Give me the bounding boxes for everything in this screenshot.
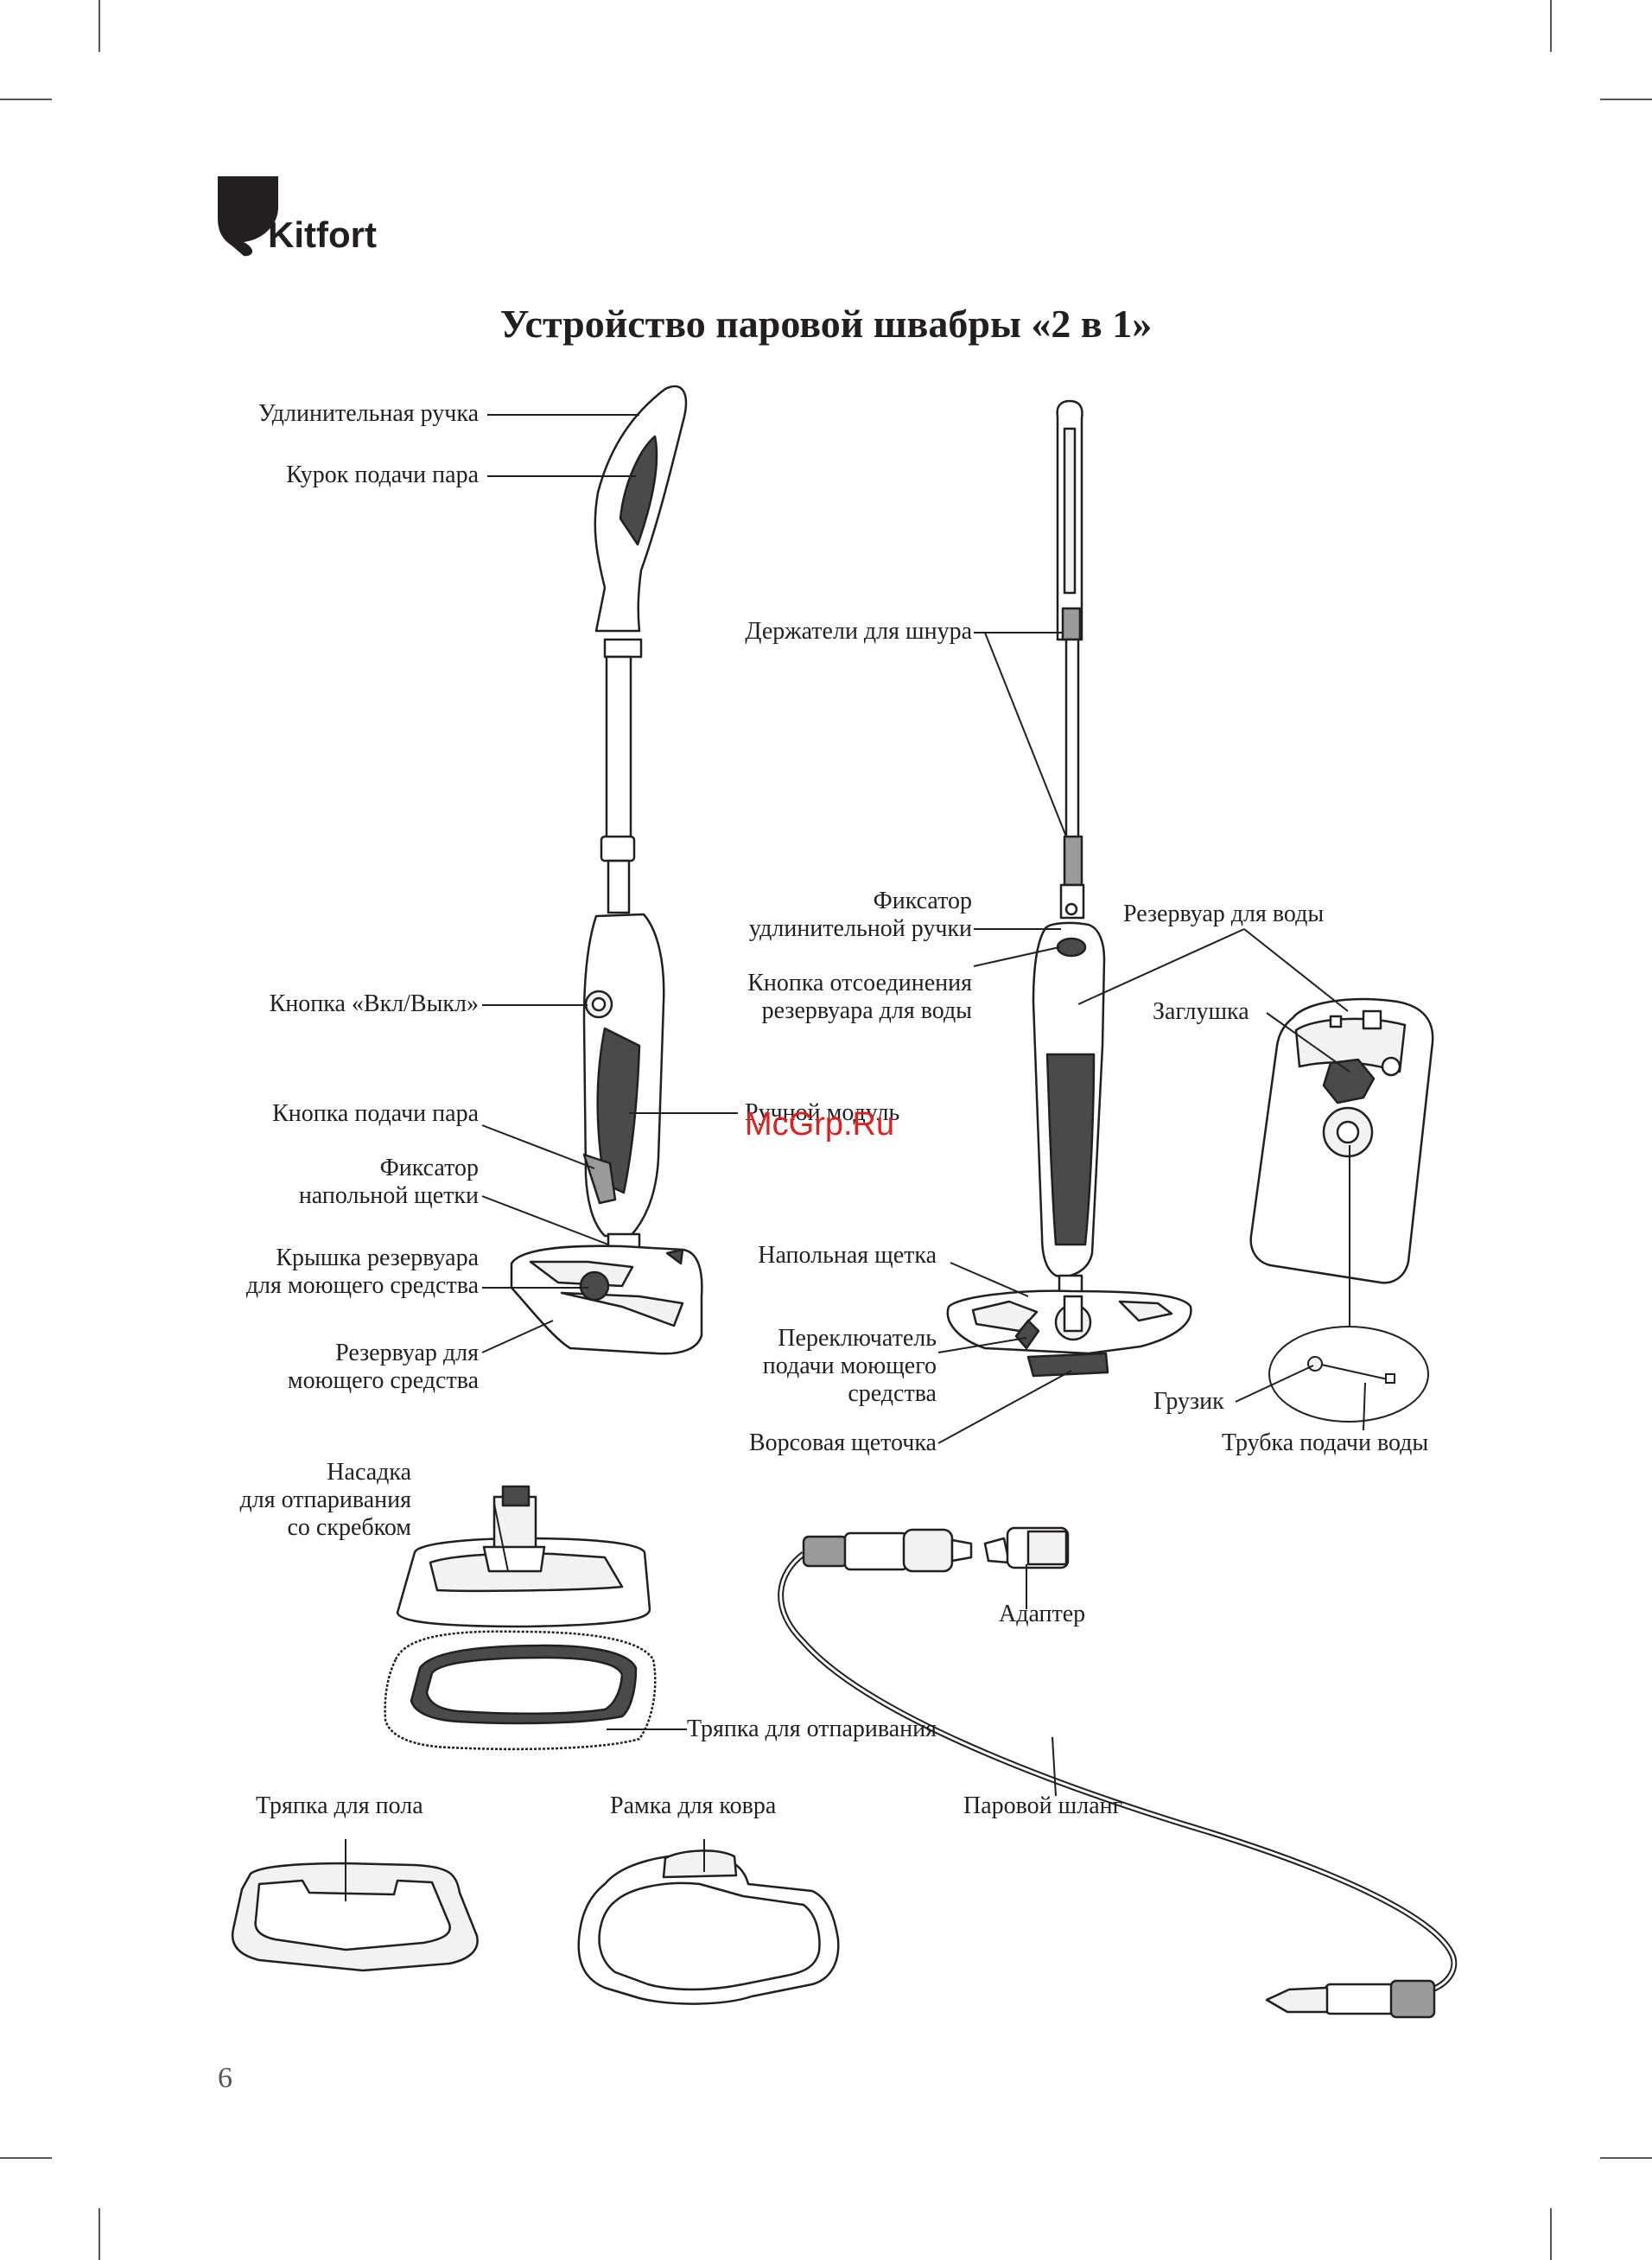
steam-nozzle-illustration [396,1485,651,1628]
steaming-cloth-illustration [384,1630,657,1751]
label-steam-button: Кнопка подачи пара [272,1100,479,1127]
label-water-tank: Резервуар для воды [1123,901,1325,927]
label-weight: Грузик [1153,1388,1224,1415]
floor-cloth-illustration [231,1862,479,1972]
kitfort-logo-icon [218,176,278,257]
label-steam-trigger: Курок подачи пара [286,462,479,488]
label-bristle-brush: Ворсовая щеточка [748,1429,937,1456]
label-detergent-switch-line3: средства [848,1380,937,1407]
water-tube-inset [1268,1326,1429,1423]
label-detergent-cap-line2: для моющего средства [245,1272,479,1299]
label-detergent-tank-line1: Резервуар для [335,1340,479,1366]
label-brush-lock-line2: напольной щетки [298,1182,479,1209]
label-handle-lock-line2: удлинительной ручки [748,915,972,942]
watermark-text: McGrp.Ru [745,1106,895,1143]
label-steam-nozzle-line1: Насадка [327,1459,411,1486]
label-plug: Заглушка [1153,998,1249,1025]
label-floor-cloth: Тряпка для пола [256,1792,423,1819]
label-handle-lock-line1: Фиксатор [873,888,972,914]
label-brush-lock-line1: Фиксатор [379,1155,479,1181]
label-steam-hose: Паровой шланг [963,1792,1123,1819]
steam-hose-illustration [778,1526,1458,2019]
label-extension-handle: Удлинительная ручка [257,400,479,427]
label-detergent-tank-line2: моющего средства [287,1367,479,1394]
label-detergent-cap-line1: Крышка резервуара [276,1245,479,1271]
brand-logo-text: Kitfort [268,214,377,255]
label-water-tube: Трубка подачи воды [1222,1429,1429,1456]
label-cord-holders: Держатели для шнура [745,618,972,645]
mop-front-illustration [510,385,703,1355]
mop-side-illustration [946,399,1192,1378]
label-tank-release-line1: Кнопка отсоединения [747,970,972,996]
label-steaming-cloth: Тряпка для отпаривания [687,1716,937,1742]
label-adapter: Адаптер [999,1601,1086,1627]
carpet-frame-illustration [577,1849,840,2005]
label-tank-release-line2: резервуара для воды [761,997,972,1024]
label-steam-nozzle-line2: для отпаривания [239,1487,412,1513]
label-detergent-switch-line2: подачи моющего [762,1353,937,1379]
water-tank-illustration [1249,997,1434,1284]
page-number: 6 [218,2062,232,2094]
label-hand-module: Ручной модуль [745,1099,900,1126]
label-power-button: Кнопка «Вкл/Выкл» [269,990,479,1017]
label-floor-brush: Напольная щетка [758,1242,937,1269]
label-detergent-switch-line1: Переключатель [778,1325,937,1352]
leader-lines [345,414,1366,1901]
label-carpet-frame: Рамка для ковра [610,1792,777,1819]
label-steam-nozzle-line3: со скребком [287,1514,412,1541]
page-title: Устройство паровой швабры «2 в 1» [499,302,1153,346]
